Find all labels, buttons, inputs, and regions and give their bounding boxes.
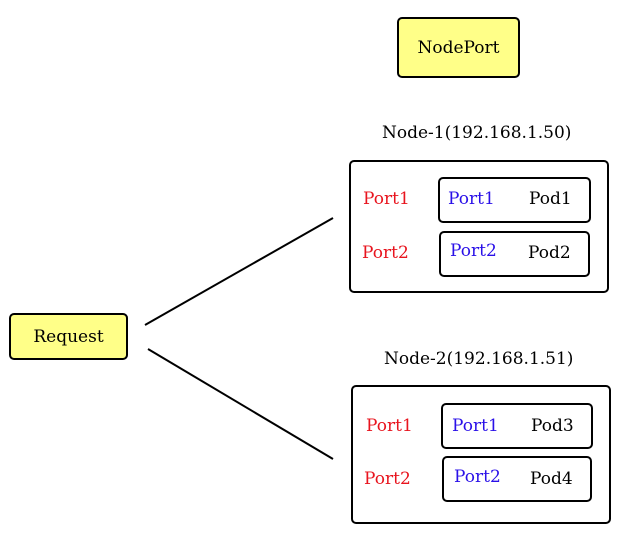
node-1-pod-1-box (438, 177, 591, 223)
request-box: Request (9, 313, 128, 360)
node-2-port-1: Port1 (366, 416, 413, 436)
nodeport-title: NodePort (417, 37, 500, 58)
node-2-pod-4-name: Pod4 (530, 469, 573, 489)
node-1-pod-2-port: Port2 (450, 241, 497, 261)
node-2-title: Node-2(192.168.1.51) (384, 349, 574, 369)
node-1-pod-2-name: Pod2 (528, 243, 571, 263)
connector-request-to-node-2 (147, 348, 334, 460)
node-2-pod-3-name: Pod3 (531, 416, 574, 436)
node-1-pod-2-box (439, 231, 590, 277)
node-1-port-2: Port2 (362, 243, 409, 263)
node-1-port-1: Port1 (363, 189, 410, 209)
request-label: Request (33, 326, 104, 347)
node-1-title: Node-1(192.168.1.50) (382, 123, 572, 143)
node-2-pod-3-port: Port1 (452, 416, 499, 436)
node-1-pod-1-port: Port1 (448, 189, 495, 209)
node-1-pod-1-name: Pod1 (529, 189, 572, 209)
node-2-pod-3-box (441, 403, 593, 449)
node-2-pod-4-box (442, 456, 592, 502)
nodeport-title-box: NodePort (397, 17, 520, 78)
connector-request-to-node-1 (144, 217, 334, 326)
node-2-pod-4-port: Port2 (454, 467, 501, 487)
node-2-port-2: Port2 (364, 469, 411, 489)
